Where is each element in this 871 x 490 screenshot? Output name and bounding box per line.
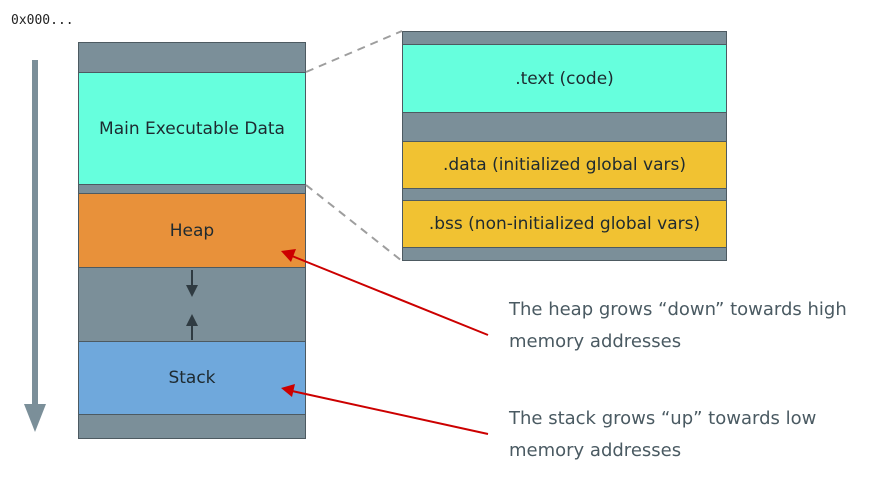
text-section-block: .text (code) <box>402 44 727 113</box>
zoom-line-bottom <box>305 184 403 262</box>
text-section-label: .text (code) <box>515 68 614 89</box>
heap-annotation: The heap grows “down” towards high memor… <box>509 294 869 358</box>
stack-annotation-arrow <box>291 390 489 435</box>
main-executable-label: Main Executable Data <box>99 118 285 139</box>
heap-label: Heap <box>169 220 215 241</box>
stack-annotation: The stack grows “up” towards low memory … <box>509 403 869 467</box>
heap-annotation-arrow <box>291 255 489 336</box>
main-executable-block: Main Executable Data <box>78 72 306 185</box>
stack-block: Stack <box>78 341 306 415</box>
heap-annotation-line2: memory addresses <box>509 331 682 352</box>
address-label: 0x000... <box>11 13 74 28</box>
stack-annotation-line2: memory addresses <box>509 440 682 461</box>
stack-label: Stack <box>168 368 216 388</box>
zoom-line-top <box>305 30 403 73</box>
heap-annotation-line1: The heap grows “down” towards high <box>509 299 847 320</box>
bss-section-label: .bss (non-initialized global vars) <box>428 214 701 234</box>
heap-block: Heap <box>78 193 306 268</box>
data-section-label: .data (initialized global vars) <box>443 155 686 175</box>
bss-section-block: .bss (non-initialized global vars) <box>402 200 727 248</box>
data-section-block: .data (initialized global vars) <box>402 141 727 189</box>
stack-annotation-line1: The stack grows “up” towards low <box>509 408 817 429</box>
